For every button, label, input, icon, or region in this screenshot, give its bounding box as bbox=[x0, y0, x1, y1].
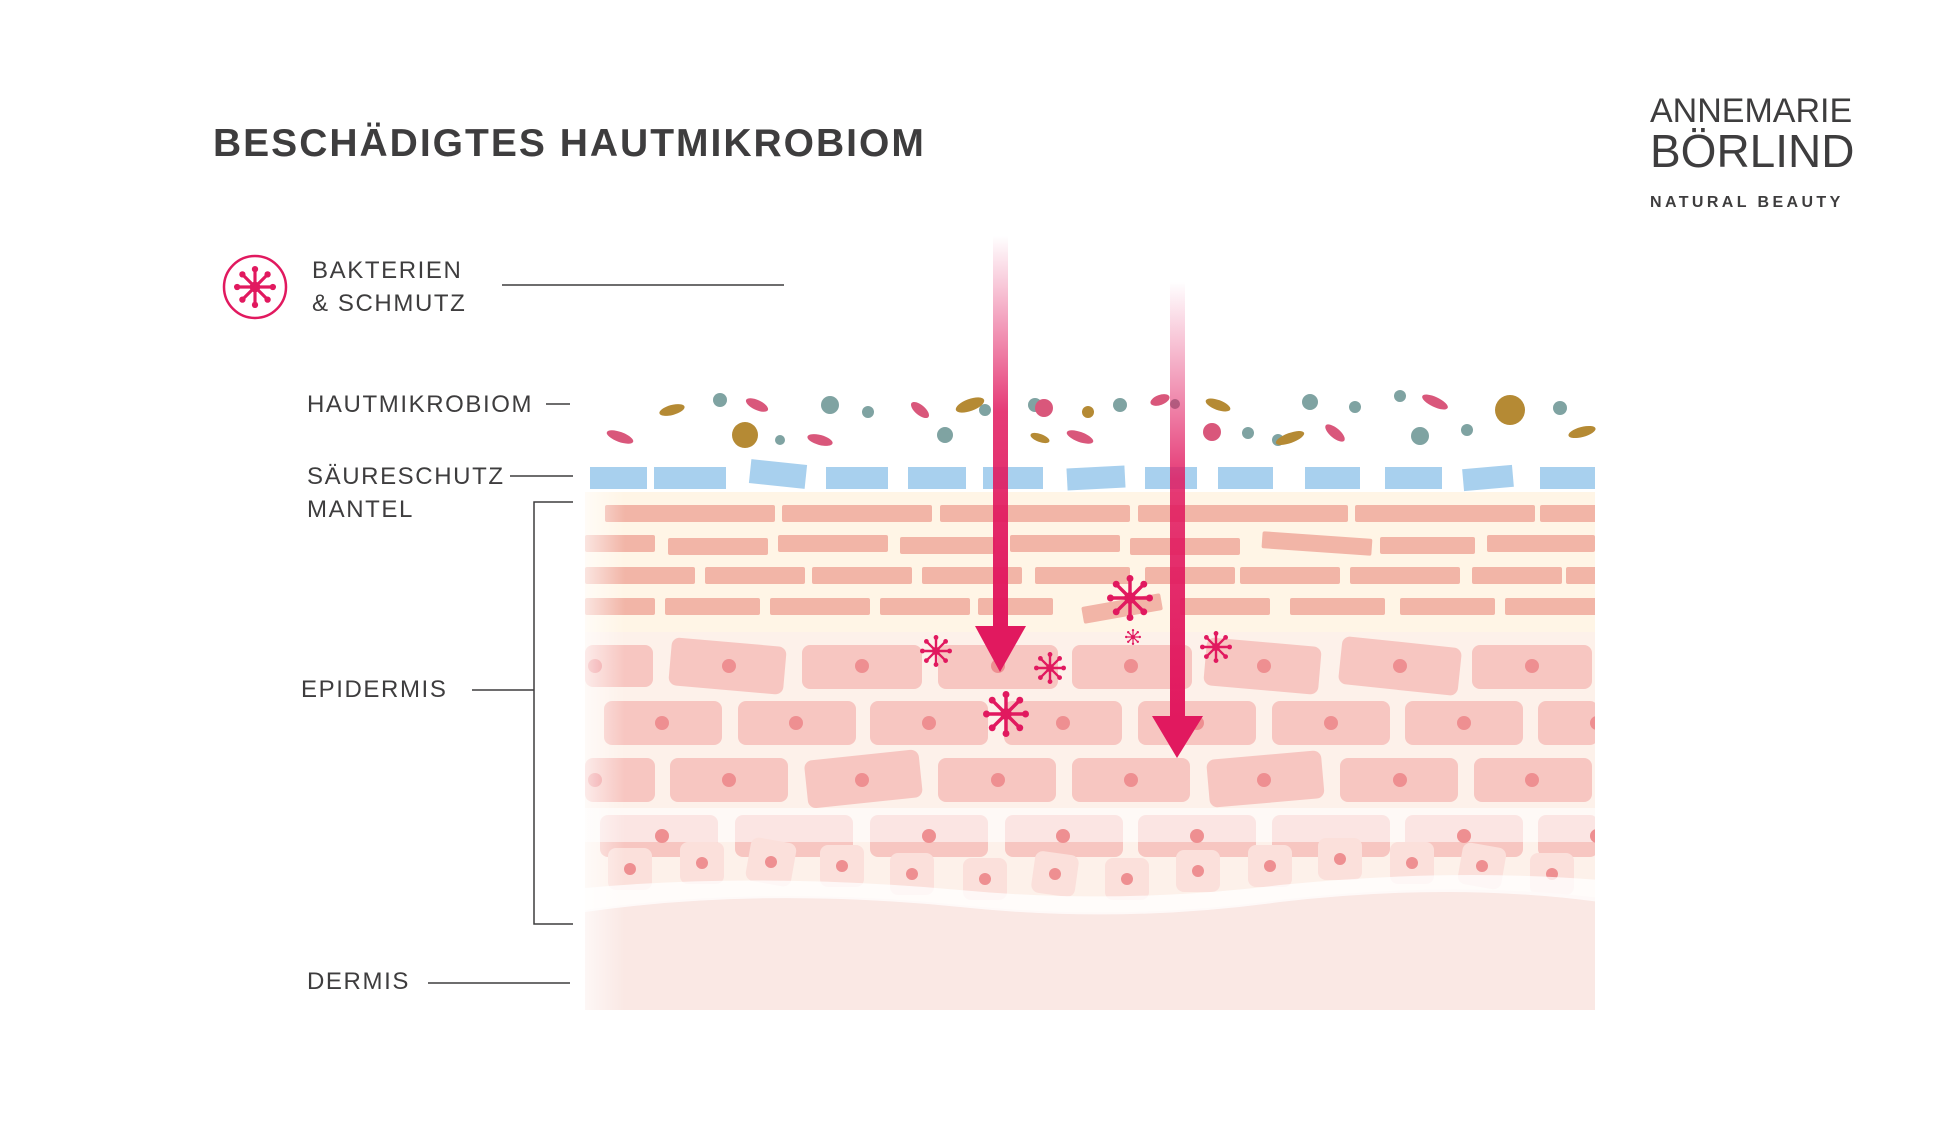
legend-line2: & SCHMUTZ bbox=[312, 290, 467, 317]
brand-logo: ANNEMARIE BÖRLIND NATURAL BEAUTY bbox=[1650, 92, 1890, 212]
label-acid-mantle-line1: SÄURESCHUTZ bbox=[307, 463, 505, 490]
label-microbiome: HAUTMIKROBIOM bbox=[307, 391, 534, 418]
label-acid-mantle-line2: MANTEL bbox=[307, 496, 414, 523]
dermis-layer bbox=[585, 889, 1595, 1010]
leader-lines bbox=[428, 284, 784, 984]
label-dermis: DERMIS bbox=[307, 968, 410, 995]
acid-mantle-layer bbox=[590, 459, 1595, 492]
brand-line2: BÖRLIND bbox=[1650, 125, 1855, 177]
label-epidermis: EPIDERMIS bbox=[301, 676, 448, 703]
epidermis-cells bbox=[585, 636, 1595, 900]
legend-label: BAKTERIEN & SCHMUTZ bbox=[312, 254, 466, 320]
label-acid-mantle: SÄURESCHUTZ MANTEL bbox=[307, 460, 505, 526]
microbiome-layer bbox=[606, 390, 1596, 448]
brand-tagline: NATURAL BEAUTY bbox=[1650, 194, 1844, 211]
bacteria-icon bbox=[222, 254, 288, 320]
page-title: BESCHÄDIGTES HAUTMIKROBIOM bbox=[213, 122, 926, 165]
legend-line1: BAKTERIEN bbox=[312, 257, 463, 284]
stratum-corneum bbox=[585, 505, 1595, 624]
penetration-arrows bbox=[975, 236, 1203, 758]
brand-line1: ANNEMARIE bbox=[1650, 92, 1853, 130]
